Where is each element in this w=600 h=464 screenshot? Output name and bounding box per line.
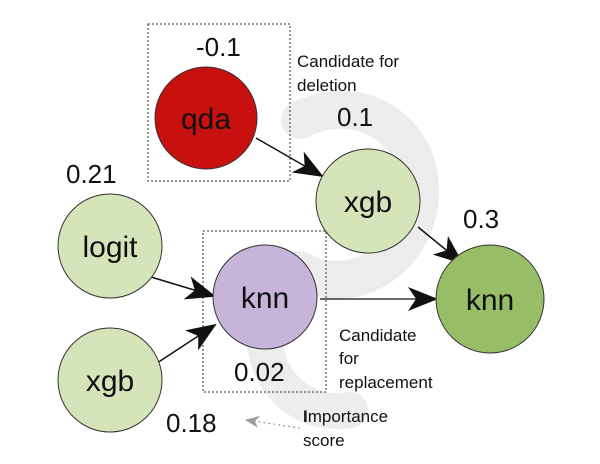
score-xgb-mid: 0.1 xyxy=(337,102,373,132)
node-qda: qda xyxy=(154,66,258,170)
node-knn-mid: knn xyxy=(212,244,318,350)
node-knn-out: knn xyxy=(435,244,545,354)
importance-note-line2: score xyxy=(303,431,345,450)
node-xgb-mid-circle xyxy=(315,148,421,254)
importance-annotation: Importance score xyxy=(303,407,388,450)
deletion-annotation: Candidate for deletion xyxy=(297,52,399,95)
replacement-note-line3: replacement xyxy=(339,373,433,392)
node-xgb-low-label: xgb xyxy=(86,365,134,398)
node-logit-label: logit xyxy=(82,231,138,264)
node-knn-mid-label: knn xyxy=(241,282,289,315)
node-logit: logit xyxy=(57,193,163,299)
importance-note-first-letter: I xyxy=(303,407,308,426)
importance-note-rest: mportance xyxy=(308,407,388,426)
deletion-candidate-box xyxy=(147,23,291,182)
replacement-candidate-box xyxy=(202,230,327,393)
node-xgb-low-circle xyxy=(57,327,163,433)
score-qda: -0.1 xyxy=(196,32,241,62)
replacement-note-line1: Candidate xyxy=(339,326,417,345)
score-logit: 0.21 xyxy=(66,159,117,189)
score-knn-mid: 0.02 xyxy=(234,357,285,387)
deletion-note-line2: deletion xyxy=(297,76,357,95)
node-knn-mid-circle xyxy=(212,244,318,350)
node-knn-out-label: knn xyxy=(466,284,514,317)
importance-pointer-arrow xyxy=(245,415,301,429)
node-xgb-low: xgb xyxy=(57,327,163,433)
node-qda-circle xyxy=(154,66,258,170)
node-xgb-mid: xgb xyxy=(315,148,421,254)
node-logit-circle xyxy=(57,193,163,299)
node-xgb-mid-label: xgb xyxy=(344,186,392,219)
importance-note-line1: Importance xyxy=(303,407,388,426)
edge-qda-to-xgb xyxy=(255,137,324,177)
replacement-annotation: Candidate for replacement xyxy=(339,326,433,392)
replacement-note-line2: for xyxy=(339,349,359,368)
deletion-note-line1: Candidate for xyxy=(297,52,399,71)
edge-xgb-to-knn-out xyxy=(417,226,464,265)
edge-logit-to-knn xyxy=(150,276,216,300)
node-knn-out-circle xyxy=(435,244,545,354)
edge-xgb-to-knn xyxy=(153,323,217,366)
score-knn-out: 0.3 xyxy=(463,204,499,234)
node-qda-label: qda xyxy=(181,103,231,136)
score-xgb-low: 0.18 xyxy=(166,408,217,438)
